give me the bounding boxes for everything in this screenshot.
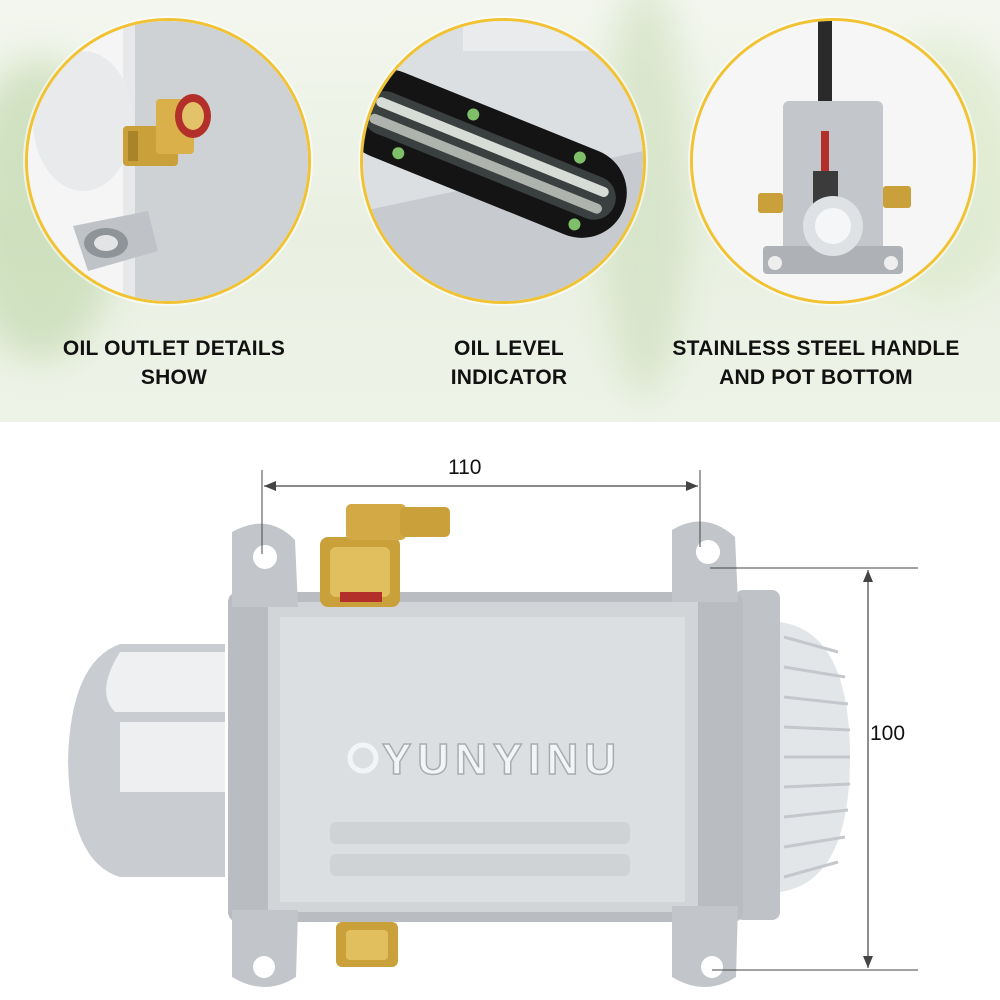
caption-oil-outlet-line1: OIL OUTLET DETAILS (62, 337, 286, 360)
caption-oil-outlet: OIL OUTLET DETAILS SHOW (14, 334, 334, 392)
caption-handle-pot: STAINLESS STEEL HANDLE AND POT BOTTOM (656, 334, 976, 392)
caption-handle-pot-line2: AND POT BOTTOM (719, 366, 913, 389)
caption-handle-pot-line1: STAINLESS STEEL HANDLE (672, 337, 960, 360)
width-dimension-label: 110 (448, 456, 482, 479)
caption-oil-level: OIL LEVEL INDICATOR (349, 334, 669, 392)
product-dimension-view: YUNYINU 110 100 (0, 422, 1000, 1000)
height-dimension-label: 100 (870, 722, 906, 745)
oil-level-indicator-image (360, 18, 646, 304)
detail-band: OIL OUTLET DETAILS SHOW OIL LEVEL INDICA… (0, 0, 1000, 422)
caption-oil-outlet-line2: SHOW (140, 366, 208, 389)
product-photo: YUNYINU (68, 470, 918, 987)
oil-outlet-detail-image (25, 18, 311, 304)
brand-embossing: YUNYINU (382, 735, 622, 784)
handle-pot-bottom-image (690, 18, 976, 304)
caption-oil-level-line1: OIL LEVEL (454, 337, 564, 360)
caption-oil-level-line2: INDICATOR (450, 366, 568, 389)
